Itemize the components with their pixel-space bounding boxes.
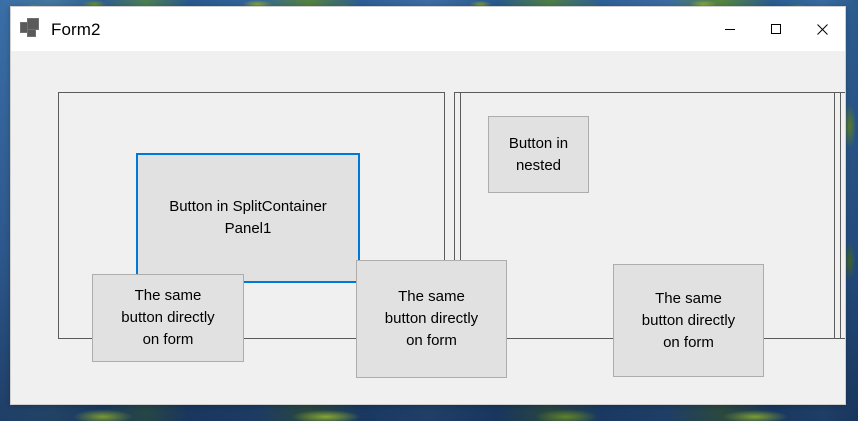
window-titlebar[interactable]: Form2 (11, 7, 845, 51)
form-window: Form2 (10, 6, 846, 405)
button-on-form-1[interactable]: The same button directly on form (92, 274, 244, 362)
window-controls (707, 7, 845, 51)
window-title: Form2 (51, 19, 101, 39)
close-button[interactable] (799, 7, 845, 51)
maximize-button[interactable] (753, 7, 799, 51)
button-in-splitcontainer-panel1[interactable]: Button in SplitContainer Panel1 (136, 153, 360, 283)
nested-splitcontainer-panel2 (840, 92, 845, 339)
form-client-area: Button in SplitContainer Panel1 Button i… (11, 51, 845, 404)
minimize-button[interactable] (707, 7, 753, 51)
button-on-form-2[interactable]: The same button directly on form (356, 260, 507, 378)
windows-forms-icon (20, 18, 42, 40)
button-in-nested[interactable]: Button in nested (488, 116, 589, 193)
button-on-form-3[interactable]: The same button directly on form (613, 264, 764, 377)
